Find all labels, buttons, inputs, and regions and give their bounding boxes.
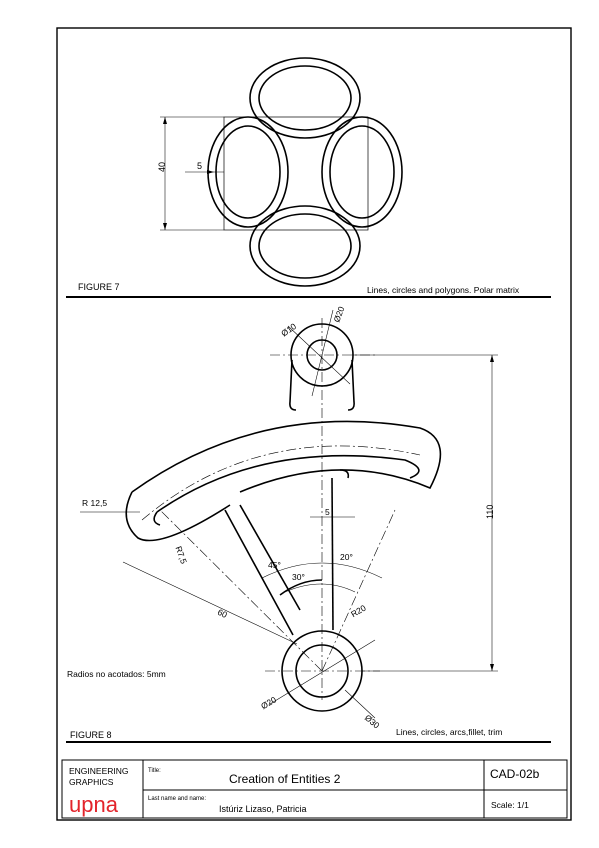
sheet-border — [56, 27, 572, 821]
figure8-dim-d-bottom-outer: Ø30 — [363, 712, 382, 730]
figure7-knot — [160, 57, 403, 287]
figure7-dim-height: 40 — [157, 162, 167, 172]
figure8-dim-d-top-inner: Ø10 — [279, 321, 298, 339]
dept-line1: ENGINEERING — [69, 766, 129, 776]
drawing-scale: Scale: 1/1 — [491, 800, 529, 810]
title-label: Title: — [148, 768, 161, 774]
upna-logo: upna — [69, 792, 119, 817]
title-block — [61, 759, 568, 819]
name-label: Last name and name: — [148, 796, 206, 802]
figure8-part — [80, 309, 498, 719]
figure8-dim-angle-45: 45° — [268, 560, 281, 570]
dept-line2: GRAPHICS — [69, 777, 114, 787]
drawing-title: Creation of Entities 2 — [229, 772, 341, 786]
drawing-code: CAD-02b — [490, 767, 540, 781]
figure8-dim-height: 110 — [485, 505, 495, 519]
figure8-dim-r-inner: R7,5 — [173, 545, 189, 566]
figure7-dim-thickness: 5 — [197, 161, 202, 171]
figure8-dim-r-outer: R 12,5 — [82, 498, 107, 508]
figure8-caption: Lines, circles, arcs,fillet, trim — [396, 727, 502, 737]
figure8-dim-d-bottom-inner: Ø20 — [259, 694, 278, 711]
figure8-dim-angle-20: 20° — [340, 552, 353, 562]
author-name: Istúriz Lizaso, Patricia — [219, 804, 307, 814]
figure7-caption: Lines, circles and polygons. Polar matri… — [367, 285, 520, 295]
figure7-label: FIGURE 7 — [78, 282, 120, 292]
figure8-dim-length-60: 60 — [216, 607, 229, 620]
figure8-dim-angle-30: 30° — [292, 572, 305, 582]
figure8-dim-stem: 5 — [325, 507, 330, 517]
figure8-label: FIGURE 8 — [70, 730, 112, 740]
figure8-note: Radios no acotados: 5mm — [67, 669, 166, 679]
figure8-dim-d-top-outer: Ø20 — [332, 305, 347, 324]
